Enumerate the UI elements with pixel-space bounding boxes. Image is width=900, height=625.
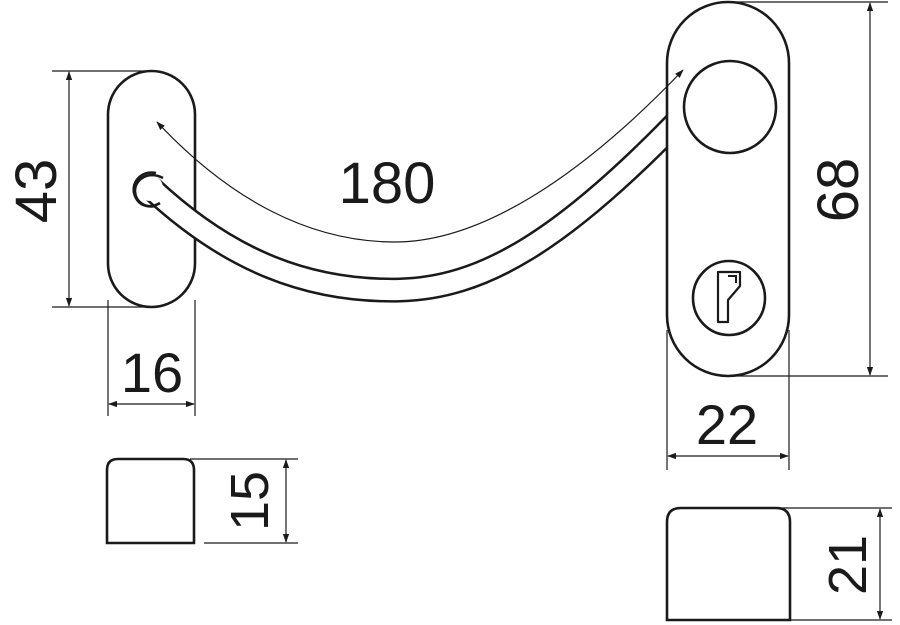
lock-keyhole-icon	[691, 259, 767, 337]
cable	[132, 99, 700, 303]
left-cap	[105, 457, 196, 545]
right-cap-body	[665, 506, 792, 622]
dim-left-plate-width	[107, 300, 196, 416]
dim-right-cap-height	[776, 507, 892, 621]
dim-left-cap-height	[190, 458, 298, 544]
label-left-plate-width: 16	[121, 341, 183, 404]
dim-right-plate-width	[666, 330, 790, 470]
cable-fill	[143, 101, 698, 301]
dim-right-plate-height	[730, 1, 888, 377]
label-cable-length: 180	[339, 151, 436, 216]
dim-cable-length	[156, 69, 684, 243]
label-right-plate-height: 68	[806, 158, 871, 223]
cable-knob	[682, 59, 778, 155]
label-right-cap-height: 21	[818, 535, 878, 595]
label-left-cap-height: 15	[220, 471, 280, 531]
label-left-plate-height: 43	[4, 159, 69, 224]
left-cap-body	[105, 457, 196, 545]
right-cap	[665, 506, 792, 622]
label-right-plate-width: 22	[696, 393, 758, 456]
right-lock-plate	[665, 0, 791, 378]
dim-left-plate-height	[52, 70, 150, 308]
